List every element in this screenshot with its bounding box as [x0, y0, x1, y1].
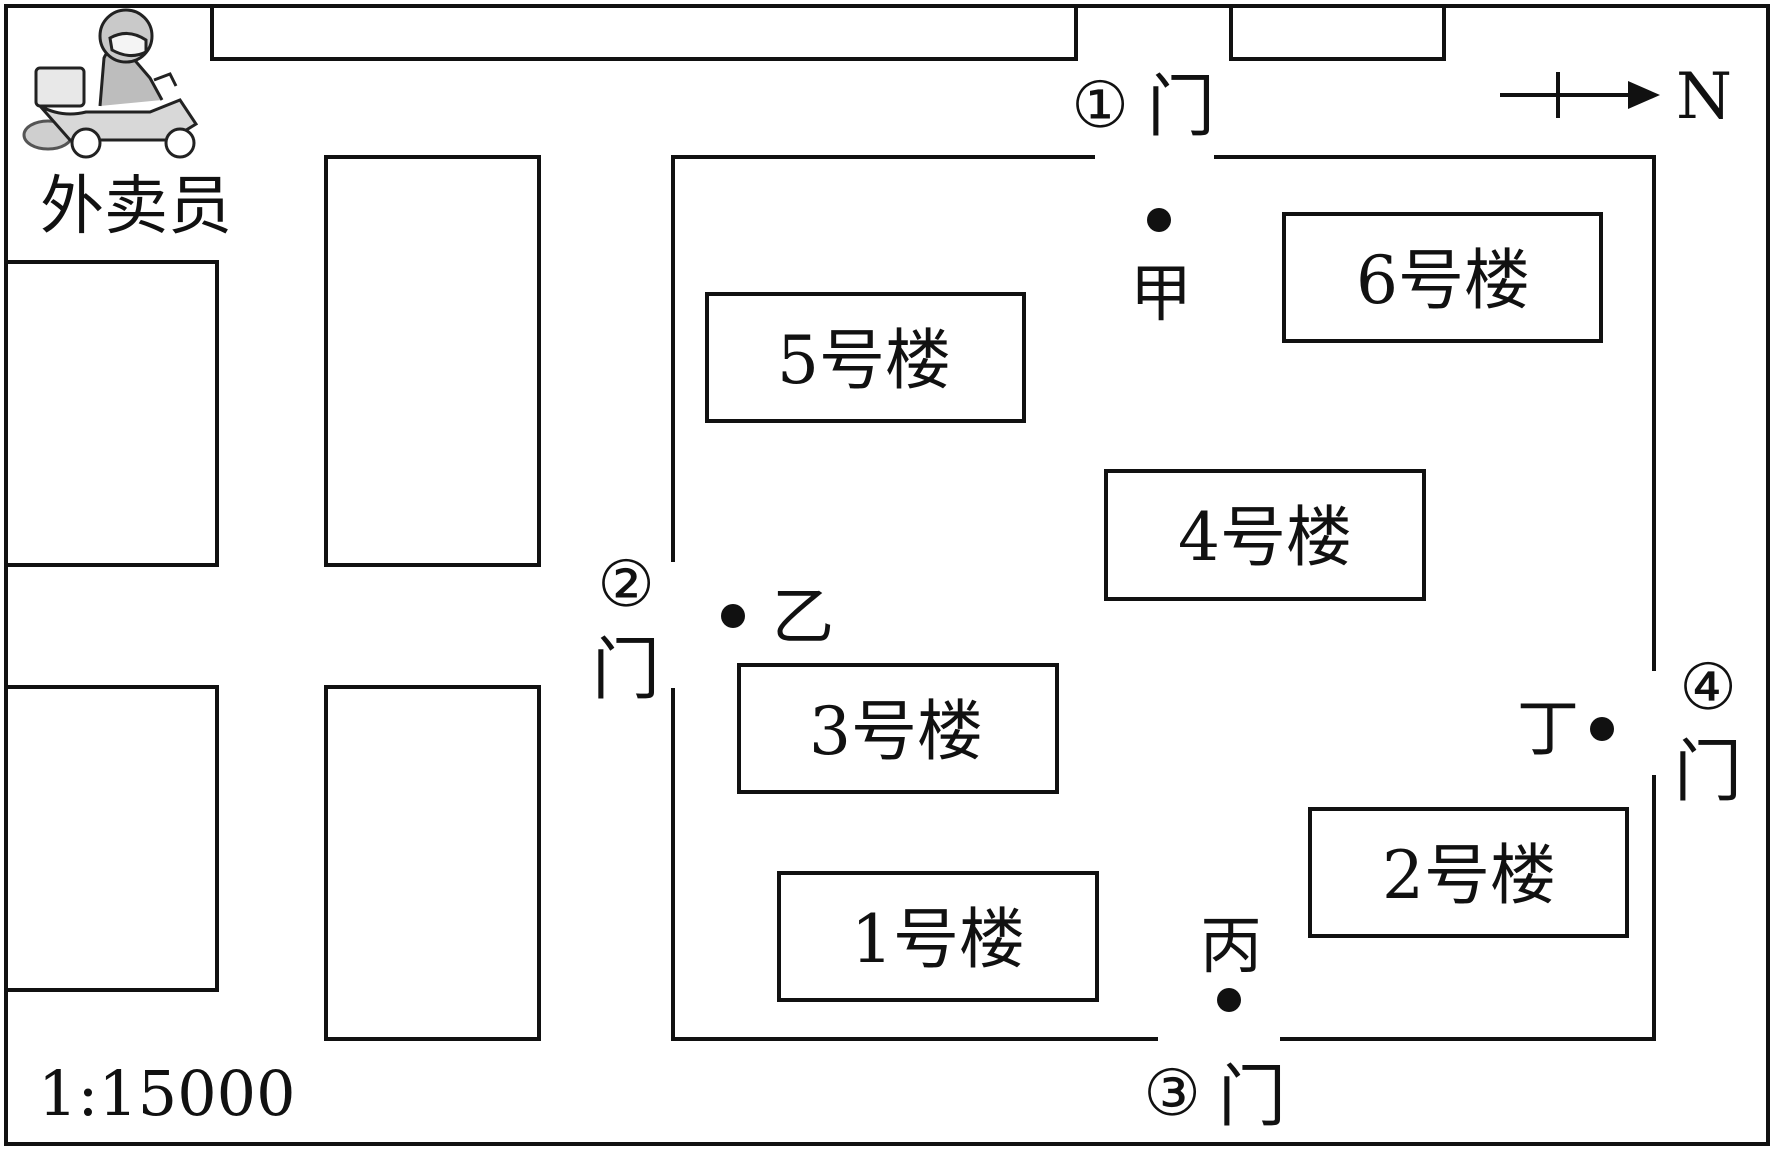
point-bing-dot	[1217, 988, 1241, 1012]
outside-block-left-bottom	[4, 685, 219, 992]
point-jia-dot	[1147, 208, 1171, 232]
point-jia[interactable]: 甲	[1130, 208, 1192, 330]
building-2-label: 2号楼	[1382, 837, 1556, 914]
gate-4-number: ④	[1679, 651, 1736, 725]
north-label: N	[1676, 60, 1732, 134]
north-arrow-icon	[1500, 72, 1660, 118]
building-4-label: 4号楼	[1178, 499, 1352, 576]
point-bing-label: 丙	[1200, 909, 1262, 982]
gate-3[interactable]: ③ 门	[1143, 1057, 1286, 1137]
building-5[interactable]: 5号楼	[705, 292, 1026, 423]
courier-on-scooter-icon	[22, 8, 199, 159]
building-2[interactable]: 2号楼	[1308, 807, 1629, 938]
gate-3-number: ③	[1143, 1057, 1200, 1131]
point-yi-dot	[721, 604, 745, 628]
top-building-strip-right	[1229, 4, 1446, 61]
building-6-label: 6号楼	[1356, 242, 1530, 319]
outside-block-mid-top	[324, 155, 541, 567]
building-5-label: 5号楼	[777, 322, 951, 399]
gate-3-label: 门	[1218, 1058, 1286, 1137]
gate-2[interactable]: ② 门	[592, 548, 660, 710]
point-ding-label: 丁	[1517, 692, 1579, 765]
gate-2-label: 门	[592, 631, 660, 710]
gate-1[interactable]: ① 门	[1071, 68, 1215, 147]
building-4[interactable]: 4号楼	[1104, 469, 1426, 601]
point-ding-dot	[1590, 717, 1614, 741]
point-ding[interactable]: 丁	[1517, 692, 1614, 765]
gate-4[interactable]: ④ 门	[1674, 651, 1742, 812]
outside-block-mid-bottom	[324, 685, 541, 1041]
gate-4-label: 门	[1674, 733, 1742, 812]
outside-block-left-top	[4, 260, 219, 567]
building-1-label: 1号楼	[851, 901, 1025, 978]
point-jia-label: 甲	[1130, 257, 1192, 330]
compound-wall	[671, 155, 1656, 1041]
point-yi[interactable]: 乙	[721, 580, 834, 653]
gate-1-label: 门	[1147, 68, 1215, 147]
gate-2-number: ②	[597, 548, 654, 622]
scale-label: 1:15000	[38, 1057, 296, 1130]
building-3[interactable]: 3号楼	[737, 663, 1059, 794]
building-3-label: 3号楼	[809, 693, 983, 770]
courier-label: 外卖员	[40, 170, 232, 244]
gate-1-number: ①	[1071, 69, 1128, 143]
point-yi-label: 乙	[772, 580, 834, 653]
top-building-strip-left	[210, 4, 1078, 61]
point-bing[interactable]: 丙	[1200, 909, 1262, 1012]
building-6[interactable]: 6号楼	[1282, 212, 1603, 343]
building-1[interactable]: 1号楼	[777, 871, 1099, 1002]
